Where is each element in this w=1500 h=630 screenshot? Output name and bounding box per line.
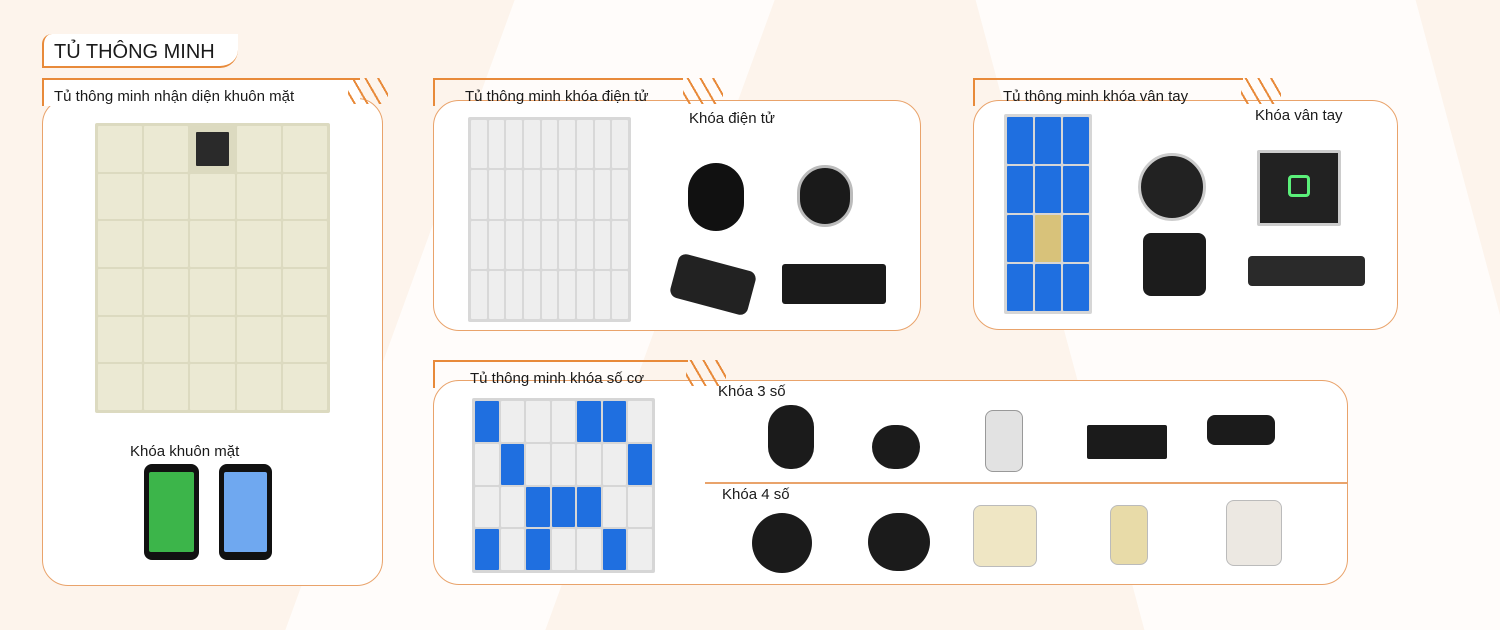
- keypad-lock-image: [797, 165, 853, 227]
- card-header: Tủ thông minh khóa vân tay: [973, 78, 1281, 106]
- card-header: Tủ thông minh khóa điện tử: [433, 78, 723, 106]
- three-digit-lock-image: [985, 410, 1023, 472]
- divider: [705, 482, 1348, 484]
- three-digit-lock-image: [872, 425, 920, 469]
- card-title: Tủ thông minh khóa số cơ: [470, 370, 645, 387]
- four-digit-lock-image: [1110, 505, 1148, 565]
- combination-locker-image: [472, 398, 655, 573]
- card-header: Tủ thông minh nhận diện khuôn mặt: [42, 78, 388, 106]
- face-lock-device-image: [219, 464, 272, 560]
- electronic-locker-image: [468, 117, 631, 322]
- card-title: Tủ thông minh khóa điện tử: [465, 88, 649, 105]
- card-title: Tủ thông minh khóa vân tay: [1003, 88, 1189, 105]
- electronic-lock-label: Khóa điện tử: [689, 110, 775, 127]
- three-digit-lock-image: [1087, 425, 1167, 459]
- four-digit-lock-label: Khóa 4 số: [722, 486, 790, 503]
- fingerprint-lock-image: [1138, 153, 1206, 221]
- fingerprint-lock-image: [1257, 150, 1341, 226]
- four-digit-lock-image: [1226, 500, 1282, 566]
- four-digit-lock-image: [752, 513, 812, 573]
- keypad-lock-image: [782, 264, 886, 304]
- card-header: Tủ thông minh khóa số cơ: [433, 360, 726, 388]
- page-title: TỦ THÔNG MINH: [42, 34, 238, 68]
- face-lock-device-image: [144, 464, 199, 560]
- card-title: Tủ thông minh nhận diện khuôn mặt: [54, 88, 295, 105]
- keypad-lock-image: [688, 163, 744, 231]
- face-locker-image: [95, 123, 330, 413]
- fingerprint-lock-image: [1143, 233, 1206, 296]
- three-digit-lock-image: [1207, 415, 1275, 445]
- four-digit-lock-image: [868, 513, 930, 571]
- three-digit-lock-image: [768, 405, 814, 469]
- fingerprint-lock-image: [1248, 256, 1365, 286]
- three-digit-lock-label: Khóa 3 số: [718, 383, 786, 400]
- fingerprint-locker-image: [1004, 114, 1092, 314]
- fingerprint-lock-label: Khóa vân tay: [1255, 107, 1343, 124]
- four-digit-lock-image: [973, 505, 1037, 567]
- face-lock-label: Khóa khuôn mặt: [130, 443, 240, 460]
